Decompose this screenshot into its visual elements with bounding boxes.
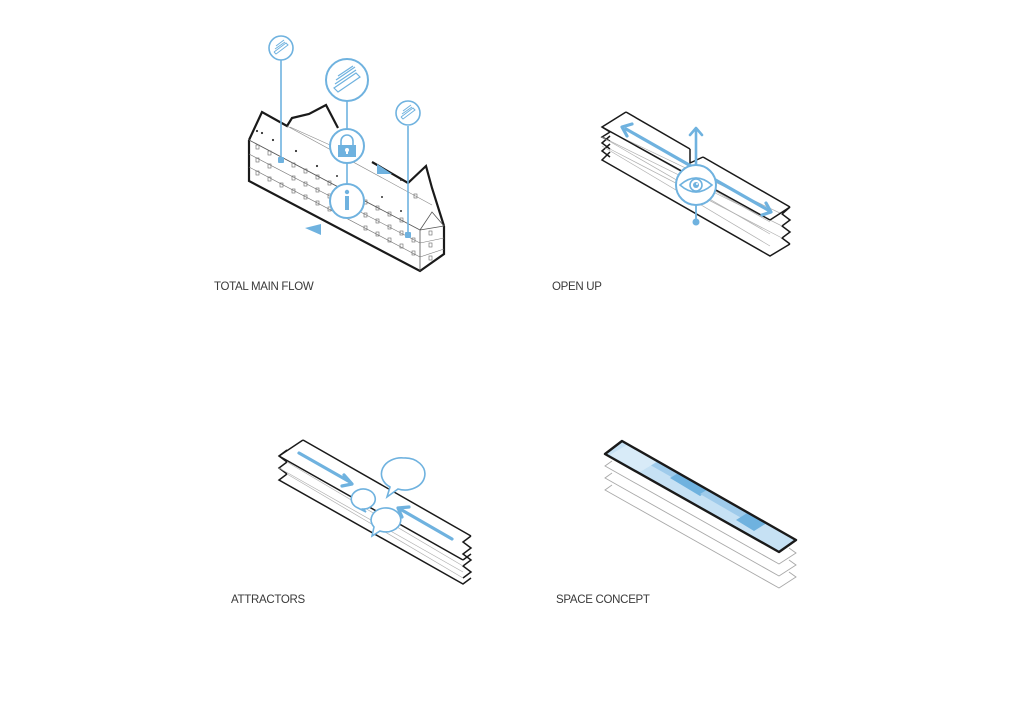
- layer-stack: [604, 460, 797, 589]
- eye-icon: [675, 164, 717, 206]
- flow-node: [278, 157, 284, 163]
- arrow-icon: [297, 451, 354, 488]
- flow-node: [405, 232, 411, 238]
- total-main-flow-illustration: [247, 35, 446, 273]
- anchor-dot: [692, 218, 700, 226]
- stairs-icon: [268, 35, 294, 61]
- arrow-icon: [396, 505, 454, 541]
- direction-arrow-icon: [377, 164, 392, 174]
- up-arrow-icon: [688, 126, 704, 172]
- direction-arrow-icon: [305, 224, 321, 235]
- stairs-icon: [325, 58, 369, 102]
- flow-connectors: [280, 60, 409, 236]
- panel-label-attractors: ATTRACTORS: [231, 594, 305, 606]
- space-slab: [603, 439, 798, 554]
- speech-bubble-icon: [350, 488, 377, 513]
- info-icon: [329, 183, 365, 219]
- panel-label-total-main-flow: TOTAL MAIN FLOW: [214, 281, 314, 293]
- speech-bubble-icon: [370, 507, 402, 538]
- panel-label-space-concept: SPACE CONCEPT: [556, 594, 650, 606]
- lock-icon: [329, 128, 365, 164]
- space-concept-illustration: [603, 439, 798, 589]
- stairs-icon: [395, 100, 421, 126]
- attractors-illustration: [277, 439, 473, 585]
- speech-bubble-icon: [380, 457, 426, 500]
- panel-label-open-up: OPEN UP: [552, 281, 602, 293]
- open-up-illustration: [600, 111, 792, 257]
